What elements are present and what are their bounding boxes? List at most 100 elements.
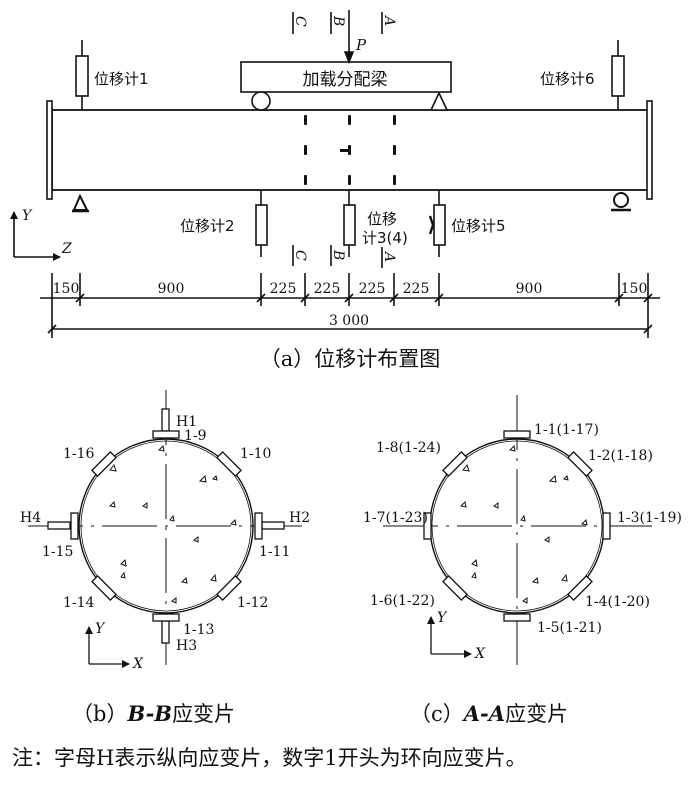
label-h4: H4 [20, 510, 41, 526]
section-c-label-top: C [292, 16, 308, 27]
axis-y-label-c: Y [437, 610, 448, 626]
axis-x-label-b: X [132, 656, 144, 672]
concrete-aggregate-marks [108, 444, 237, 604]
panel-b-caption-prefix: （b） [72, 702, 127, 726]
load-arrowhead [343, 51, 355, 65]
panel-c-section-aa [383, 395, 652, 665]
label-1-11: 1-11 [259, 544, 290, 560]
axis-y-label-b: Y [95, 621, 106, 637]
panel-a-caption: （a）位移计布置图 [260, 347, 441, 371]
gauge-h1 [161, 408, 170, 432]
roller-support-right [613, 192, 629, 208]
gauge-3-label-line1: 位移 [367, 210, 397, 228]
gauge-1-7 [423, 512, 432, 540]
panel-c-text: 1-1(1-17) 1-2(1-18) 1-8(1-24) 1-7(1-23) … [363, 422, 682, 726]
pin-support-left [72, 193, 89, 211]
gauge-1-body [75, 55, 89, 97]
gauge-1-4 [567, 575, 593, 601]
gauge-h3 [161, 620, 170, 644]
label-h3: H3 [176, 638, 197, 654]
label-1-6: 1-6(1-22) [370, 593, 435, 609]
label-1-14: 1-14 [63, 595, 95, 611]
gauge-1-3 [602, 512, 611, 540]
label-1-10: 1-10 [240, 446, 271, 462]
section-b-label-bottom: B [330, 249, 346, 260]
gauge-1-11 [254, 512, 263, 540]
label-1-4: 1-4(1-20) [585, 594, 650, 610]
label-1-3: 1-3(1-19) [617, 510, 682, 526]
panel-b-text: H1 1-9 1-10 1-16 H4 H2 1-15 1-11 1-14 1-… [20, 414, 310, 726]
end-plate-right [646, 100, 653, 200]
gauge-1-9 [152, 430, 180, 439]
roller-support-top [251, 91, 271, 111]
dim-label-2: 900 [158, 281, 185, 297]
dim-label-4: 225 [314, 281, 341, 297]
gauge-1-6 [442, 575, 468, 601]
label-h1: H1 [176, 414, 197, 430]
label-1-8: 1-8(1-24) [376, 440, 441, 456]
gauge-5-clamp [428, 215, 435, 235]
axis-y-label: Y [22, 208, 33, 224]
label-h2: H2 [289, 510, 310, 526]
label-1-7: 1-7(1-23) [363, 510, 428, 526]
panel-c-caption-prefix: （c） [410, 702, 464, 726]
loading-distribution-beam [240, 61, 452, 93]
load-label: P [355, 36, 367, 54]
gauge-2-label: 位移计2 [180, 217, 235, 235]
dim-label-1: 150 [53, 281, 80, 297]
end-plate-left [46, 100, 53, 200]
gauge-1-15 [70, 512, 79, 540]
gauge-5-body [433, 204, 446, 246]
gauge-1-2 [567, 451, 593, 477]
panel-c-caption-section: A-A [462, 701, 505, 726]
concrete-aggregate-marks [459, 444, 588, 604]
gauge-1-8 [442, 451, 468, 477]
label-1-16: 1-16 [63, 446, 95, 462]
label-1-2: 1-2(1-18) [588, 448, 653, 464]
gauge-6-label: 位移计6 [540, 70, 595, 88]
panel-b-section-bb [28, 390, 302, 668]
gauge-1-12 [216, 575, 242, 601]
strain-gauge-marks [304, 115, 396, 185]
gauge-1-14 [91, 575, 117, 601]
section-a-label-top: A [381, 14, 397, 26]
gauge-1-5 [503, 613, 531, 622]
panel-b-caption-section: B-B [126, 701, 172, 726]
section-c-label-bottom: C [292, 250, 308, 261]
dim-label-5: 225 [359, 281, 386, 297]
gauge-6-body [611, 55, 625, 97]
label-1-15: 1-15 [42, 544, 73, 560]
axis-z-label: Z [61, 241, 72, 257]
label-1-5: 1-5(1-21) [537, 620, 602, 636]
dim-label-8: 150 [621, 281, 648, 297]
axis-x-label-c: X [474, 646, 486, 662]
panel-c-caption: （c）A-A应变片 [410, 701, 568, 726]
figure-note: 注：字母H表示纵向应变片，数字1开头为环向应变片。 [12, 746, 527, 770]
gauge-1-10 [216, 451, 242, 477]
dim-label-3: 225 [270, 281, 297, 297]
section-b-label-top: B [330, 15, 346, 26]
panel-a-text: 加载分配梁 P C B A C B A 位移计1 位移计6 位移计2 位移 计3… [22, 14, 647, 371]
label-1-9: 1-9 [184, 428, 207, 444]
dim-label-6: 225 [403, 281, 430, 297]
loading-beam-label: 加载分配梁 [303, 70, 388, 90]
gauge-1-16 [91, 451, 117, 477]
panel-b-caption: （b）B-B应变片 [72, 701, 235, 726]
gauge-3-body [343, 204, 356, 246]
gauge-1-label: 位移计1 [94, 70, 149, 88]
gauge-2-body [255, 204, 268, 246]
section-a-label-bottom: A [381, 250, 397, 262]
dim-label-7: 900 [516, 281, 543, 297]
pin-support-top [429, 91, 449, 111]
panel-b-caption-suffix: 应变片 [172, 702, 235, 726]
gauge-1-1 [503, 430, 531, 439]
gauge-h4 [47, 521, 71, 530]
panel-a-displacement-layout [10, 10, 660, 338]
gauge-3-label-line2: 计3(4) [362, 229, 408, 247]
gauge-1-13 [152, 613, 180, 622]
label-1-13: 1-13 [183, 622, 214, 638]
panel-c-caption-suffix: 应变片 [505, 702, 568, 726]
label-1-12: 1-12 [237, 595, 268, 611]
gauge-5-label: 位移计5 [451, 217, 506, 235]
